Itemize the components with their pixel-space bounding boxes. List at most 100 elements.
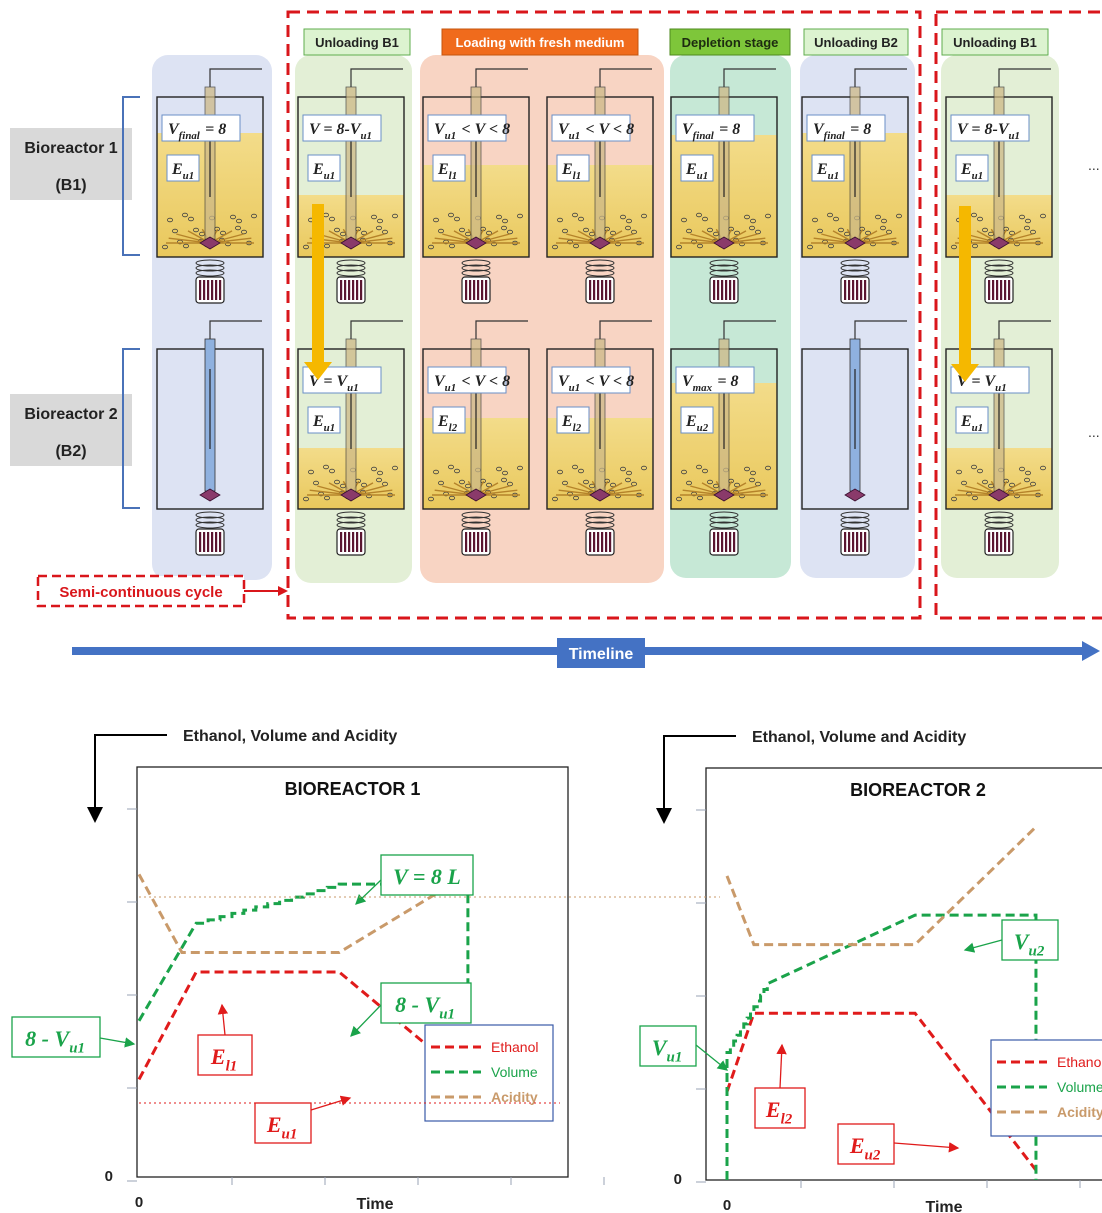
bioreactor2-stage-6	[801, 320, 909, 556]
svg-text:El1: El1	[437, 161, 458, 182]
svg-text:Eu1: Eu1	[685, 161, 710, 182]
svg-text:(B2): (B2)	[55, 443, 86, 460]
svg-text:Depletion stage: Depletion stage	[682, 35, 779, 50]
svg-text:Vu1 < V < 8: Vu1 < V < 8	[434, 121, 510, 142]
annotation-eu1: Eu1	[254, 1095, 352, 1144]
series-volume-line	[137, 882, 470, 1022]
annotation-el2: El2	[754, 1043, 806, 1129]
svg-text:Eu2: Eu2	[849, 1133, 882, 1164]
bioreactor2-stage-4: Vu1 < V < 8 El2	[546, 320, 654, 556]
svg-text:Vu1 < V < 8: Vu1 < V < 8	[434, 373, 510, 394]
stage-label-unloading-b2: Unloading B2	[803, 28, 909, 56]
svg-text:Vu2: Vu2	[1014, 929, 1046, 960]
svg-text:Unloading B2: Unloading B2	[814, 35, 898, 50]
svg-text:Bioreactor 1: Bioreactor 1	[24, 140, 117, 157]
cycle-box	[286, 10, 922, 620]
bioreactor2-stage-5: Vmax = 8 Eu2	[670, 320, 778, 556]
plot-frame	[136, 766, 569, 1178]
svg-text:8 - Vu1: 8 - Vu1	[25, 1026, 87, 1057]
bioreactor1-stage-4: Vu1 < V < 8 El1	[546, 68, 654, 304]
annotation-vu2: Vu2	[963, 919, 1059, 961]
stage-label-depletion: Depletion stage	[669, 28, 791, 56]
svg-text:Semi-continuous cycle: Semi-continuous cycle	[59, 584, 222, 601]
bioreactor2-stage-3: Vu1 < V < 8 El2	[422, 320, 530, 556]
legend-volume: Volume	[1057, 1079, 1102, 1095]
reference-lines	[139, 896, 720, 1104]
legend-acidity: Acidity	[1057, 1104, 1102, 1120]
semi-continuous-label: Semi-continuous cycle	[36, 574, 288, 608]
svg-text:Bioreactor 2: Bioreactor 2	[24, 406, 117, 423]
svg-text:Vmax = 8: Vmax = 8	[682, 373, 738, 394]
svg-text:El1: El1	[561, 161, 582, 182]
y-axis-label: Ethanol, Volume and Acidity	[183, 728, 397, 745]
bioreactor1-stage-5: Vfinal = 8 Eu1	[670, 68, 778, 304]
annotation-vu1: Vu1	[639, 1025, 729, 1071]
svg-text:El2: El2	[437, 413, 458, 434]
svg-text:Eu1: Eu1	[960, 161, 985, 182]
svg-text:Timeline: Timeline	[569, 646, 634, 663]
svg-text:Unloading B1: Unloading B1	[315, 35, 399, 50]
stage-label-unloading-b1-next: Unloading B1	[941, 28, 1049, 56]
legend-ethanol: Ethanol	[491, 1039, 538, 1055]
bioreactor1-stage-3: Vu1 < V < 8 El1	[422, 68, 530, 304]
svg-text:Eu1: Eu1	[312, 413, 337, 434]
svg-text:El1: El1	[210, 1044, 239, 1075]
x-tick-zero: 0	[135, 1194, 143, 1211]
annotation-8-vu1-start: 8 - Vu1	[11, 1016, 136, 1058]
svg-text:Eu1: Eu1	[960, 413, 985, 434]
annotation-v-8l: V = 8 L	[355, 854, 474, 905]
svg-text:Vu1 < V < 8: Vu1 < V < 8	[558, 121, 634, 142]
ellipsis-b2: ...	[1088, 424, 1100, 440]
svg-text:Loading with fresh medium: Loading with fresh medium	[455, 35, 624, 50]
column-bg-unloading-b1-next	[941, 55, 1059, 578]
y-tick-zero: 0	[674, 1171, 682, 1188]
bioreactor2-bracket	[122, 348, 140, 509]
svg-text:Vu1 < V < 8: Vu1 < V < 8	[558, 373, 634, 394]
y-tick-zero: 0	[105, 1168, 113, 1185]
svg-text:Vfinal = 8: Vfinal = 8	[682, 121, 740, 142]
bioreactor1-bracket	[122, 96, 140, 256]
bioreactor2-stage-2: V = Vu1 Eu1	[297, 320, 405, 556]
plot-frame	[705, 767, 1102, 1181]
x-tick-zero: 0	[723, 1197, 731, 1213]
svg-text:Vfinal = 8: Vfinal = 8	[813, 121, 871, 142]
svg-text:V = 8 L: V = 8 L	[393, 864, 461, 889]
svg-text:(B1): (B1)	[55, 177, 86, 194]
transfer-arrow	[304, 204, 332, 380]
x-axis-label: Time	[925, 1199, 962, 1213]
bioreactor1-stage-6: Vfinal = 8 Eu1	[801, 68, 909, 304]
legend-ethanol: Ethanol	[1057, 1054, 1102, 1070]
stage-label-unloading-b1: Unloading B1	[303, 28, 411, 56]
svg-text:V = 8-Vu1: V = 8-Vu1	[309, 121, 373, 142]
stage-label-loading: Loading with fresh medium	[441, 28, 639, 56]
svg-text:Unloading B1: Unloading B1	[953, 35, 1037, 50]
y-axis-label: Ethanol, Volume and Acidity	[752, 729, 966, 746]
legend-volume: Volume	[491, 1064, 538, 1080]
series-acidity-line	[725, 825, 1038, 947]
cycle-box-next	[934, 10, 1102, 620]
chart-title: BIOREACTOR 2	[850, 780, 986, 800]
series-ethanol-line	[725, 1011, 1038, 1172]
transfer-arrow-next	[951, 206, 979, 382]
bioreactor2-label: Bioreactor 2 (B2)	[10, 394, 132, 466]
svg-text:Vu1: Vu1	[652, 1035, 684, 1066]
svg-text:Eu2: Eu2	[685, 413, 710, 434]
svg-text:Eu1: Eu1	[266, 1112, 299, 1143]
series-ethanol-line	[137, 970, 469, 1081]
bioreactor2-stage-1	[156, 320, 264, 556]
ellipsis-b1: ...	[1088, 157, 1100, 173]
bioreactor1-label: Bioreactor 1 (B1)	[10, 128, 132, 200]
series-acidity-line	[137, 873, 469, 954]
bioreactor2-stage-7: V = Vu1 Eu1	[945, 320, 1053, 556]
svg-text:Eu1: Eu1	[816, 161, 841, 182]
svg-text:El2: El2	[765, 1097, 794, 1128]
timeline: Timeline	[72, 638, 1100, 668]
svg-text:Eu1: Eu1	[171, 161, 196, 182]
legend-acidity: Acidity	[491, 1089, 538, 1105]
svg-text:El2: El2	[561, 413, 582, 434]
